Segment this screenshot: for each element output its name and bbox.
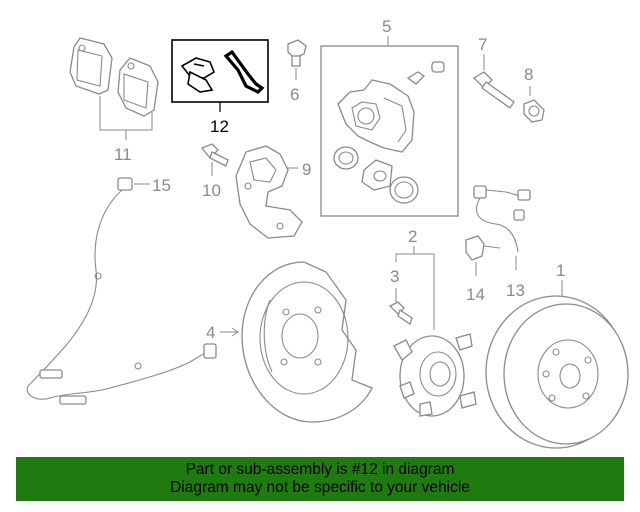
hose-bracket[interactable] bbox=[465, 235, 501, 261]
mount-bolt[interactable] bbox=[200, 143, 229, 167]
bleeder-screw[interactable] bbox=[287, 39, 307, 67]
part-info-banner: Part or sub-assembly is #12 in diagram D… bbox=[16, 457, 624, 501]
brake-hose[interactable] bbox=[473, 185, 531, 253]
callout-9: 9 bbox=[302, 160, 311, 179]
callout-4: 4 bbox=[206, 323, 215, 342]
callout-14: 14 bbox=[466, 285, 485, 304]
brake-rotor[interactable] bbox=[485, 295, 629, 449]
dust-shield[interactable] bbox=[241, 261, 373, 423]
callout-15: 15 bbox=[152, 176, 171, 195]
callout-12: 12 bbox=[210, 117, 229, 136]
guide-pin[interactable] bbox=[472, 71, 515, 109]
callout-1: 1 bbox=[556, 261, 565, 280]
callout-3: 3 bbox=[390, 267, 399, 286]
callout-10: 10 bbox=[202, 181, 221, 200]
callout-6: 6 bbox=[290, 85, 299, 104]
hub-bearing[interactable] bbox=[393, 333, 477, 417]
guide-boot[interactable] bbox=[523, 99, 545, 123]
callout-5: 5 bbox=[382, 17, 391, 36]
callout-8: 8 bbox=[524, 65, 533, 84]
brake-pads[interactable] bbox=[69, 37, 159, 117]
banner-line-1: Part or sub-assembly is #12 in diagram bbox=[185, 461, 455, 478]
callout-11: 11 bbox=[114, 145, 132, 164]
hardware-kit-box[interactable] bbox=[171, 39, 269, 103]
caliper-bracket[interactable] bbox=[235, 145, 303, 239]
banner-line-2: Diagram may not be specific to your vehi… bbox=[170, 479, 470, 496]
callout-7: 7 bbox=[478, 35, 487, 54]
hub-bolt[interactable] bbox=[388, 301, 413, 326]
abs-sensor-wire[interactable] bbox=[26, 177, 217, 405]
callout-13: 13 bbox=[506, 281, 525, 300]
callout-2: 2 bbox=[408, 227, 417, 246]
caliper-assembly[interactable] bbox=[320, 45, 459, 217]
